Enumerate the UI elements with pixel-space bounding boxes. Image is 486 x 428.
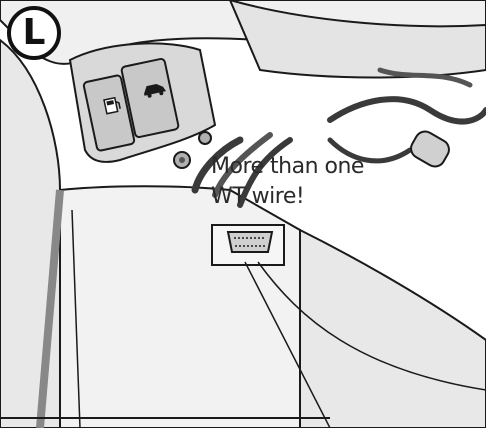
- wire-warning-callout: More than one WT wire!: [211, 152, 421, 212]
- obd-connector: [212, 225, 284, 265]
- obd-connector-icon: [228, 232, 272, 252]
- callout-line-1: More than one: [211, 152, 421, 182]
- side-l-badge: L: [7, 6, 61, 60]
- screw: [199, 132, 211, 144]
- side-letter: L: [23, 15, 46, 51]
- callout-line-2: WT wire!: [211, 182, 421, 212]
- kick-panel: [60, 186, 300, 428]
